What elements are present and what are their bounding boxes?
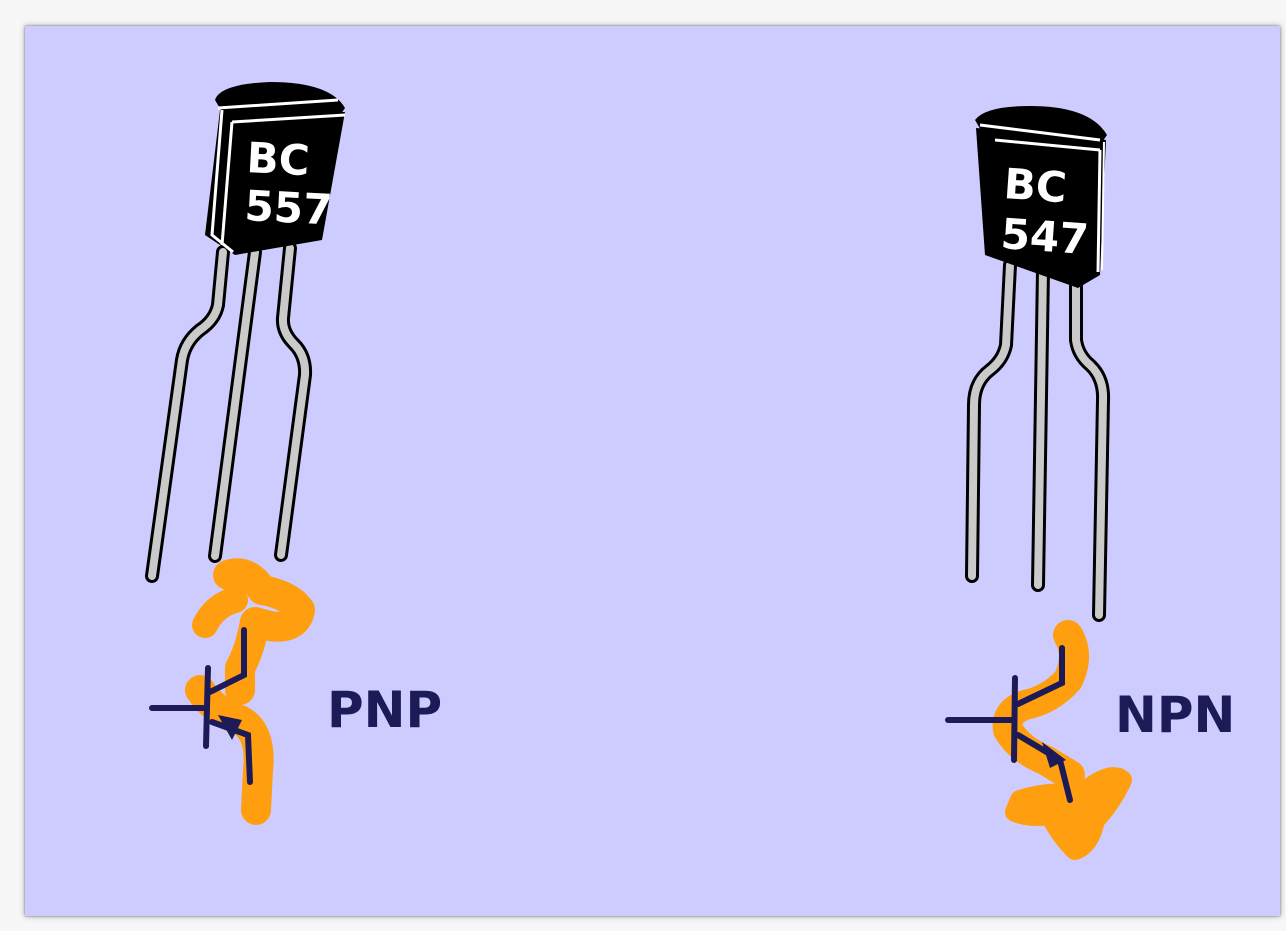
bc557-package-top — [215, 82, 345, 118]
bc547-package-face — [976, 128, 1106, 288]
transistor-bc557: BC 557 PNP — [145, 82, 442, 825]
transistor-bc547: BC 547 NPN — [945, 106, 1235, 860]
npn-transistor-symbol-icon: NPN — [945, 620, 1235, 860]
bc547-leads — [965, 258, 1111, 622]
pnp-label: PNP — [327, 681, 442, 739]
bc557-package: BC 557 — [205, 82, 346, 255]
pnp-transistor-symbol-icon: PNP — [149, 558, 442, 825]
npn-label: NPN — [1115, 686, 1235, 744]
bc557-leads — [145, 241, 313, 583]
bc547-package: BC 547 — [975, 106, 1107, 288]
bc557-label-line1: BC — [245, 133, 310, 185]
bc557-label-line2: 557 — [243, 181, 333, 235]
bc557-package-face — [205, 110, 345, 255]
bc547-label-line1: BC — [1002, 159, 1068, 212]
bc547-label-line2: 547 — [999, 209, 1090, 264]
bc547-highlight — [992, 620, 1132, 860]
